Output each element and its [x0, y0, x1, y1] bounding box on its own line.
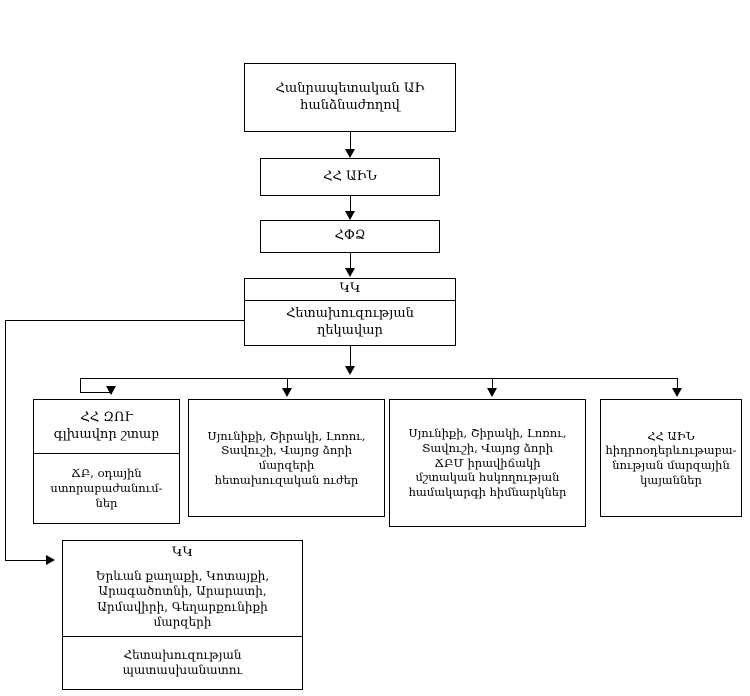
node-republican-commission: Հանրապետական ԱԻ հանձնաժողով: [244, 63, 456, 132]
node-cc-head-body: Հետախուզության ղեկավար: [286, 306, 414, 338]
node-cc-regions-regions: Երևան քաղաքի, Կոտայքի, Արագածոտնի, Արարա…: [63, 563, 302, 637]
cc-head-left-riser: [5, 320, 6, 560]
node-republican-commission-text: Հանրապետական ԱԻ հանձնաժողով: [245, 78, 455, 117]
node-republican-commission-line2: հանձնաժողով: [300, 97, 400, 113]
arrowhead-to-hydromet: [672, 388, 682, 397]
bus-drop-hydromet: [677, 378, 678, 388]
arrowhead-to-cc-head: [345, 268, 355, 277]
node-cc-regions: ԿԿ Երևան քաղաքի, Կոտայքի, Արագածոտնի, Ար…: [62, 540, 303, 690]
arrowhead-to-mes: [345, 149, 355, 158]
bus-drop-general-staff: [80, 378, 81, 392]
node-marz-forces-body: Սյունիքի, Շիրակի, Լոռու, Տավուշի, Վայոց …: [207, 428, 366, 487]
bus-jog-general-staff: [80, 392, 111, 393]
connector-republican-to-mes: [350, 132, 351, 149]
node-cc-head-header: ԿԿ: [245, 279, 455, 301]
arrowhead-to-marz-forces: [282, 388, 292, 397]
arrowhead-to-monitoring: [487, 388, 497, 397]
cc-regions-entry-line: [5, 560, 46, 561]
node-general-staff-body: ՃԲ, օդային ստորաբաժանում- ներ: [50, 466, 163, 510]
node-hydromet-body: ՀՀ ԱԻՆ հիդրոօդերևութաբա- նության մարզայի…: [605, 428, 737, 487]
node-marz-forces: Սյունիքի, Շիրակի, Լոռու, Տավուշի, Վայոց …: [188, 399, 385, 517]
node-hydromet: ՀՀ ԱԻՆ հիդրոօդերևութաբա- նության մարզայի…: [600, 399, 742, 517]
node-general-staff: ՀՀ ԶՈՒ գլխավոր շտաբ ՃԲ, օդային ստորաբաժա…: [33, 399, 180, 524]
node-general-staff-header: ՀՀ ԶՈՒ գլխավոր շտաբ: [34, 400, 179, 454]
bus-drop-marz-forces: [287, 378, 288, 392]
node-cc-head: ԿԿ Հետախուզության ղեկավար: [244, 278, 456, 346]
cc-head-left-exit: [5, 320, 244, 321]
distribution-bus: [80, 378, 678, 379]
arrowhead-cc-head-to-bus: [345, 366, 355, 375]
node-republican-commission-line1: Հանրապետական ԱԻ: [275, 80, 425, 96]
connector-hpd-to-cc-head: [350, 253, 351, 269]
node-hpd-label: ՀՓՁ: [334, 228, 366, 244]
node-hpd: ՀՓՁ: [260, 220, 440, 253]
node-monitoring: Սյունիքի, Շիրակի, Լոռու, Տավուշի, Վայոց …: [389, 399, 586, 527]
arrowhead-to-hpd: [345, 211, 355, 220]
node-monitoring-body: Սյունիքի, Շիրակի, Լոռու, Տավուշի, Վայոց …: [408, 426, 567, 500]
node-mes: ՀՀ ԱԻՆ: [260, 158, 440, 196]
arrowhead-to-general-staff: [106, 386, 116, 395]
node-mes-label: ՀՀ ԱԻՆ: [323, 168, 377, 184]
connector-mes-to-hpd: [350, 196, 351, 212]
node-cc-regions-header: ԿԿ: [172, 545, 193, 561]
node-cc-regions-body: Հետախուզության պատասխանատու: [122, 647, 243, 677]
connector-cc-head-down: [350, 346, 351, 366]
bus-drop-monitoring: [492, 378, 493, 392]
arrowhead-to-cc-regions: [46, 555, 55, 565]
